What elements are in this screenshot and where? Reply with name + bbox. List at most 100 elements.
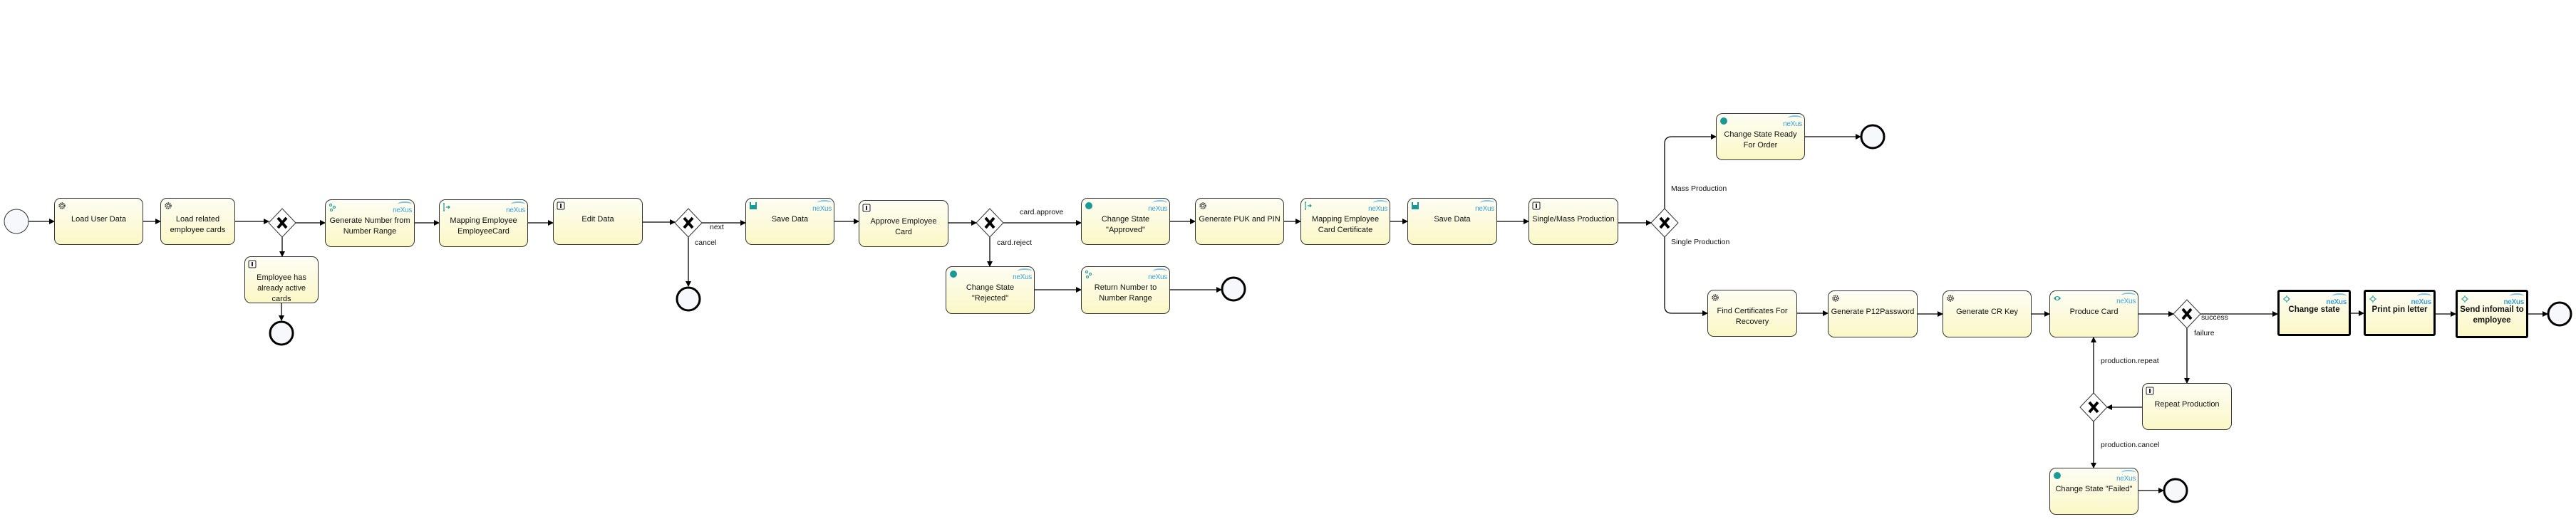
task-generate-p12password[interactable]: Generate P12Password xyxy=(1828,290,1918,337)
end-event[interactable] xyxy=(269,320,294,346)
nexus-logo: neXus xyxy=(506,201,525,214)
flow-label-mass-production: Mass Production xyxy=(1671,184,1727,193)
gear-icon xyxy=(1831,294,1840,303)
task-label: Send infomail to employee xyxy=(2460,305,2524,325)
x-icon xyxy=(2181,308,2193,320)
state-dot-icon xyxy=(949,270,958,278)
flow[interactable] xyxy=(1664,134,1717,209)
nexus-logo: neXus xyxy=(812,200,832,213)
exclusive-gateway[interactable] xyxy=(674,208,703,238)
mapping-icon xyxy=(443,203,451,211)
script-icon xyxy=(329,203,337,211)
task-label: Mapping Employee EmployeeCard xyxy=(450,216,517,236)
task-label: Generate CR Key xyxy=(1956,308,2018,316)
gear-icon xyxy=(164,201,172,210)
nexus-logo: neXus xyxy=(1148,200,1167,213)
flow-label-single-production: Single Production xyxy=(1671,238,1730,246)
task-generate-cr-key[interactable]: Generate CR Key xyxy=(1943,290,2032,337)
task-label: Generate Number from Number Range xyxy=(329,216,410,236)
x-icon xyxy=(683,216,694,229)
gear-icon xyxy=(1199,201,1207,210)
task-employee-has-active-cards[interactable]: Employee has already active cards xyxy=(244,256,319,303)
flow-label-cancel: cancel xyxy=(695,238,717,247)
task-single-mass-production[interactable]: Single/Mass Production xyxy=(1528,198,1618,245)
nexus-logo: neXus xyxy=(1013,268,1032,281)
subprocess-icon xyxy=(2461,295,2469,303)
save-icon xyxy=(1411,201,1419,210)
task-load-related-employee-cards[interactable]: Load related employee cards xyxy=(160,198,235,245)
task-label: Print pin letter xyxy=(2371,305,2428,314)
eye-icon xyxy=(2053,294,2062,303)
task-label: Change State "Approved" xyxy=(1101,215,1150,234)
start-event[interactable] xyxy=(4,209,29,234)
nexus-logo: neXus xyxy=(1475,200,1494,213)
task-load-user-data[interactable]: Load User Data xyxy=(54,198,143,245)
flow[interactable] xyxy=(1664,237,1708,316)
exclusive-gateway[interactable] xyxy=(268,208,296,238)
script-icon xyxy=(1085,270,1093,278)
x-icon xyxy=(984,216,995,229)
exclusive-gateway[interactable] xyxy=(2079,392,2108,422)
task-label: Employee has already active cards xyxy=(257,273,306,303)
end-event[interactable] xyxy=(1860,124,1886,150)
task-label: Generate P12Password xyxy=(1831,308,1915,316)
nexus-logo: neXus xyxy=(393,201,412,214)
x-icon xyxy=(276,216,288,229)
task-label: Save Data xyxy=(1434,215,1471,224)
task-generate-puk-pin[interactable]: Generate PUK and PIN xyxy=(1195,198,1284,245)
exclusive-gateway[interactable] xyxy=(976,208,1004,238)
exclusive-gateway[interactable] xyxy=(2173,299,2201,329)
state-dot-icon xyxy=(1085,201,1093,210)
nexus-logo: neXus xyxy=(2503,293,2524,306)
flow-label-card-reject: card.reject xyxy=(997,238,1033,247)
task-edit-data[interactable]: Edit Data xyxy=(553,198,643,245)
task-label: Approve Employee Card xyxy=(870,217,937,236)
nexus-logo: neXus xyxy=(1368,200,1387,213)
user-task-icon xyxy=(862,204,871,212)
subprocess-icon xyxy=(2369,295,2377,303)
task-label: Return Number to Number Range xyxy=(1094,283,1157,303)
subprocess-icon xyxy=(2282,295,2291,303)
user-task-icon xyxy=(1532,201,1541,210)
task-find-certificates[interactable]: Find Certificates For Recovery xyxy=(1707,290,1797,337)
gear-icon xyxy=(1946,294,1955,303)
mapping-icon xyxy=(1304,201,1313,210)
task-label: Produce Card xyxy=(2069,308,2119,316)
exclusive-gateway[interactable] xyxy=(1650,208,1679,238)
nexus-logo: neXus xyxy=(2116,470,2136,483)
user-task-icon xyxy=(557,201,565,210)
gear-icon xyxy=(58,201,66,210)
task-label: Change State Ready For Order xyxy=(1724,130,1797,150)
task-label: Find Certificates For Recovery xyxy=(1717,307,1788,326)
task-approve-employee-card[interactable]: Approve Employee Card xyxy=(859,200,948,247)
end-event[interactable] xyxy=(2163,478,2188,503)
nexus-logo: neXus xyxy=(2326,293,2347,306)
gear-icon xyxy=(1711,293,1719,302)
end-event[interactable] xyxy=(1221,276,1246,302)
task-label: Save Data xyxy=(771,215,809,224)
end-event[interactable] xyxy=(676,286,701,312)
task-label: Generate PUK and PIN xyxy=(1199,215,1281,224)
end-event[interactable] xyxy=(2547,301,2572,327)
task-label: Change State "Failed" xyxy=(2055,485,2133,493)
flow-label-production-repeat: production.repeat xyxy=(2101,357,2159,365)
save-icon xyxy=(749,201,757,210)
nexus-logo: neXus xyxy=(1148,268,1167,281)
task-repeat-production[interactable]: Repeat Production xyxy=(2142,383,2232,430)
task-label: Edit Data xyxy=(581,215,614,224)
